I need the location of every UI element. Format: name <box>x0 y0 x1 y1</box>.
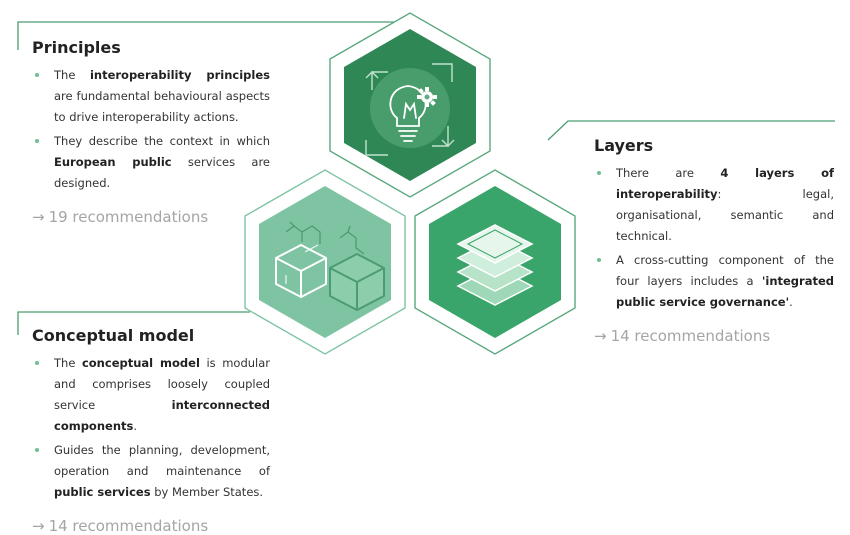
text-run: They describe the context in which <box>54 134 270 148</box>
layers-connector-line <box>547 120 835 141</box>
text-run: services are designed. <box>54 155 271 190</box>
conceptual-block: Conceptual model The conceptual model is… <box>32 326 270 535</box>
text-run: Guides the planning, development, operat… <box>54 443 270 478</box>
molecule-cube-icon <box>275 221 385 311</box>
principles-recommendations-text: 19 recommendations <box>48 208 209 226</box>
lightbulb-gear-icon <box>365 63 455 156</box>
text-run: The <box>54 68 90 82</box>
conceptual-recommendations-text: 14 recommendations <box>48 517 209 535</box>
text-run: are fundamental behavioural aspects to d… <box>54 89 270 124</box>
layers-title: Layers <box>594 136 654 155</box>
conceptual-bullets: The conceptual model is modular and comp… <box>32 353 270 503</box>
bold-text: 'integrated public service governance' <box>616 274 834 309</box>
layers-bullets: There are 4 layers of interoperability: … <box>594 163 834 313</box>
bold-text: European public <box>54 155 172 169</box>
conceptual-recommendations: →14 recommendations <box>32 517 270 535</box>
text-run: by Member States. <box>150 485 264 499</box>
principles-bullets: The interoperability principles are fund… <box>32 65 270 194</box>
conceptual-title: Conceptual model <box>32 326 195 345</box>
conceptual-connector-line <box>17 311 250 335</box>
principles-block: Principles The interoperability principl… <box>32 38 270 226</box>
bold-text: interconnected components <box>54 398 270 433</box>
text-run: A cross-cutting component of the four la… <box>616 253 834 288</box>
bold-text: conceptual model <box>81 356 200 370</box>
bullet-item: Guides the planning, development, operat… <box>32 440 270 503</box>
text-run: . <box>789 295 793 309</box>
text-run: The <box>54 356 82 370</box>
bold-text: 4 layers of interoperability <box>616 166 834 201</box>
layers-block: Layers There are 4 layers of interoperab… <box>594 136 834 345</box>
arrow-right-icon: → <box>32 208 45 226</box>
layers-recommendations-text: 14 recommendations <box>610 327 771 345</box>
arrow-right-icon: → <box>594 327 607 345</box>
principles-title: Principles <box>32 38 121 57</box>
layers-recommendations: →14 recommendations <box>594 327 834 345</box>
stacked-layers-icon <box>456 224 534 306</box>
bold-text: public services <box>54 485 151 499</box>
bold-text: interoperability principles <box>89 68 270 82</box>
arrow-right-icon: → <box>32 517 45 535</box>
bullet-item: The conceptual model is modular and comp… <box>32 353 270 437</box>
text-run: is modular and comprises loosely coupled… <box>54 356 271 412</box>
bullet-item: The interoperability principles are fund… <box>32 65 270 128</box>
bullet-item: They describe the context in which Europ… <box>32 131 270 194</box>
bullet-item: A cross-cutting component of the four la… <box>594 250 834 313</box>
principles-recommendations: →19 recommendations <box>32 208 270 226</box>
text-run: : legal, organisational, semantic and te… <box>616 187 834 243</box>
text-run: . <box>133 419 138 433</box>
text-run: There are <box>616 166 721 180</box>
bullet-item: There are 4 layers of interoperability: … <box>594 163 834 247</box>
